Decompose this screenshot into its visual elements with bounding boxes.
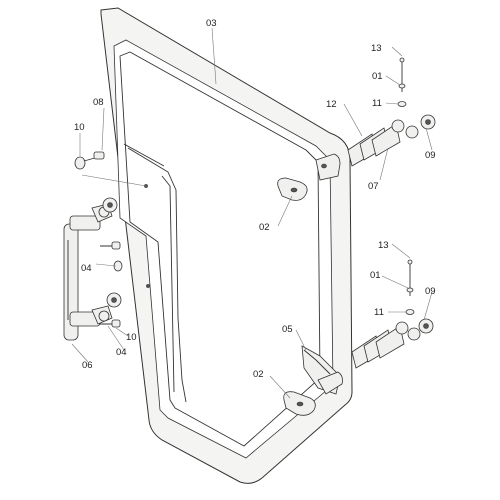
callout-05: 05: [282, 324, 293, 335]
callout-09-top: 09: [425, 150, 436, 161]
leader-lines: [71, 27, 433, 399]
handle-fixings: [74, 151, 150, 328]
callout-10-lower: 10: [126, 332, 137, 343]
callout-04-upper: 04: [81, 263, 92, 274]
lower-hinge: [351, 259, 434, 369]
callout-06: 06: [82, 360, 93, 371]
callout-13-bottom: 13: [378, 240, 389, 251]
lower-catch: [283, 345, 343, 416]
callout-08: 08: [93, 97, 104, 108]
upper-catch: [277, 153, 341, 201]
callout-01-bottom: 01: [370, 270, 381, 281]
callout-04-lower: 04: [116, 347, 127, 358]
callout-labels: 03 12 13 01 11 09 07 02 08 10 04 10 04 0…: [74, 18, 436, 380]
callout-09-bottom: 09: [425, 286, 436, 297]
callout-13-top: 13: [371, 43, 382, 54]
callout-03: 03: [206, 18, 217, 29]
callout-10-upper: 10: [74, 122, 85, 133]
callout-02-lower: 02: [253, 369, 264, 380]
callout-02-upper: 02: [259, 222, 270, 233]
callout-01-top: 01: [372, 71, 383, 82]
callout-11-bottom: 11: [374, 307, 384, 318]
callout-07: 07: [368, 181, 379, 192]
door-panel: [100, 7, 353, 484]
upper-hinge: [347, 57, 436, 167]
callout-11-top: 11: [372, 98, 382, 109]
callout-12: 12: [326, 99, 337, 110]
